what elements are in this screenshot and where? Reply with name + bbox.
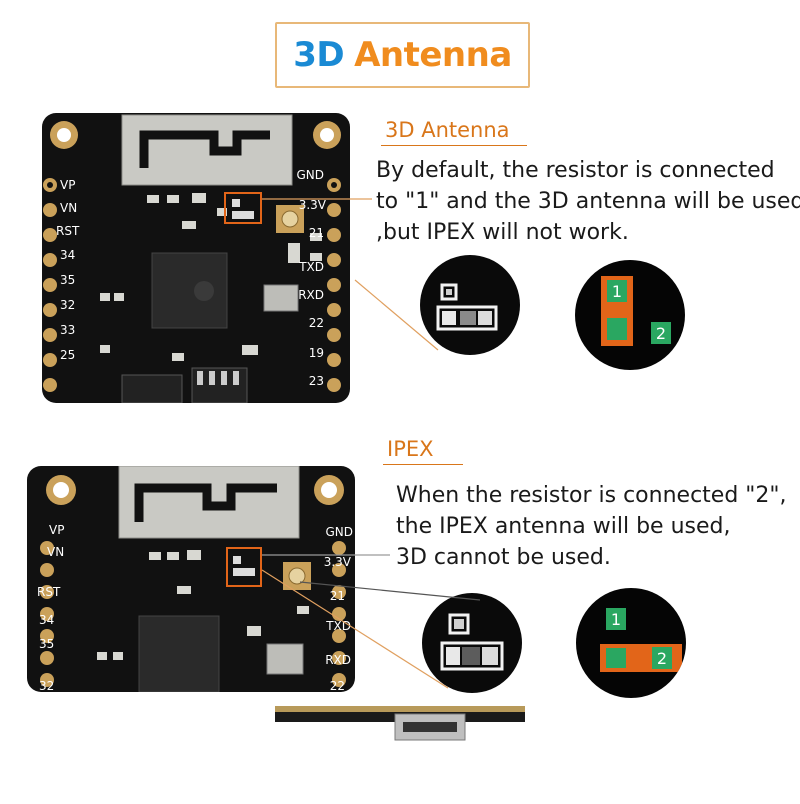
board-top-pin-label-right: RXD (298, 288, 324, 302)
board-bottom-pin-label-left: 32 (39, 679, 54, 692)
section-heading-ipex: IPEX (383, 437, 463, 465)
title-banner: 3D Antenna (275, 22, 530, 88)
board-bottom-pin-label-left: 35 (39, 637, 54, 651)
pad-diagram-position-2: 1 2 (576, 588, 686, 698)
board-top-pin-label-left: 34 (60, 248, 75, 262)
board-top-pin-label-left: 33 (60, 323, 75, 337)
board-top-pin-label-left: VP (60, 178, 75, 192)
board-bottom-pin-label-right: GND (325, 525, 353, 539)
board-usb-edge-photo (275, 706, 525, 800)
board-bottom-pin-label-right: 22 (330, 679, 345, 692)
zoom-circle-2-svg (422, 593, 522, 693)
board-top-pin-label-left: VN (60, 201, 77, 215)
board-photo-top: VP VN RST 34 35 32 33 25 GND 3.3V 21 TXD… (42, 113, 350, 403)
description-line-1: By default, the resistor is connected (376, 158, 775, 183)
title-part-3d: 3D (293, 35, 345, 75)
board-top-pin-label-right: 23 (309, 374, 324, 388)
board-photo-bottom: VP VN RST 34 35 32 GND 3.3V 21 TXD RXD 2… (27, 466, 355, 692)
pad-square (606, 648, 626, 668)
board-top-pin-label-right: GND (296, 168, 324, 182)
pad-label-2: 2 (651, 322, 671, 344)
board-top-pin-label-right: 22 (309, 316, 324, 330)
description-line-3: 3D cannot be used. (396, 545, 611, 570)
pad-square (606, 608, 626, 630)
pad-square (607, 318, 627, 340)
board-bottom-pin-label-right: 3.3V (324, 555, 352, 569)
description-line-2: the IPEX antenna will be used, (396, 514, 731, 539)
title-part-antenna: Antenna (354, 35, 512, 75)
board-top-pin-label-right: 21 (309, 226, 324, 240)
board-top-pin-label-left: 32 (60, 298, 75, 312)
board-bottom-pin-label-left: 34 (39, 613, 54, 627)
section-heading-3d-antenna: 3D Antenna (381, 118, 527, 146)
board-bottom-pin-label-right: TXD (325, 619, 351, 633)
description-3d-antenna: By default, the resistor is connected to… (376, 155, 800, 248)
pad-label-2: 2 (652, 647, 672, 669)
board-top-pin-label-left: 35 (60, 273, 75, 287)
description-ipex: When the resistor is connected "2", the … (396, 480, 800, 573)
board-bottom-pin-label-left: RST (37, 585, 61, 599)
pad-label-1: 1 (610, 609, 622, 629)
description-line-3: ,but IPEX will not work. (376, 220, 629, 245)
usb-edge-svg (275, 706, 525, 741)
description-line-1: When the resistor is connected "2", (396, 483, 787, 508)
board-top-pin-label-right: 19 (309, 346, 324, 360)
board-bottom-pin-label-right: RXD (325, 653, 351, 667)
board-bottom-svg: VP VN RST 34 35 32 GND 3.3V 21 TXD RXD 2… (27, 466, 355, 692)
pad-label-1: 1 (607, 280, 627, 302)
board-top-pin-label-left: 25 (60, 348, 75, 362)
board-bottom-pin-label-left: VP (49, 523, 64, 537)
zoom-circle-resistor-position-2 (422, 593, 522, 693)
zoom-circle-1-svg (420, 255, 520, 355)
description-line-2: to "1" and the 3D antenna will be used (376, 189, 800, 214)
board-top-pin-label-left: RST (56, 224, 80, 238)
board-bottom-pin-label-left: VN (47, 545, 64, 559)
board-top-pin-label-right: 3.3V (299, 198, 327, 212)
pad-diagram-position-1: 1 2 (575, 260, 685, 370)
board-bottom-pin-label-right: 21 (330, 589, 345, 603)
board-top-pin-label-right: TXD (298, 260, 324, 274)
zoom-circle-resistor-position-1 (420, 255, 520, 355)
board-top-svg: VP VN RST 34 35 32 33 25 GND 3.3V 21 TXD… (42, 113, 350, 403)
